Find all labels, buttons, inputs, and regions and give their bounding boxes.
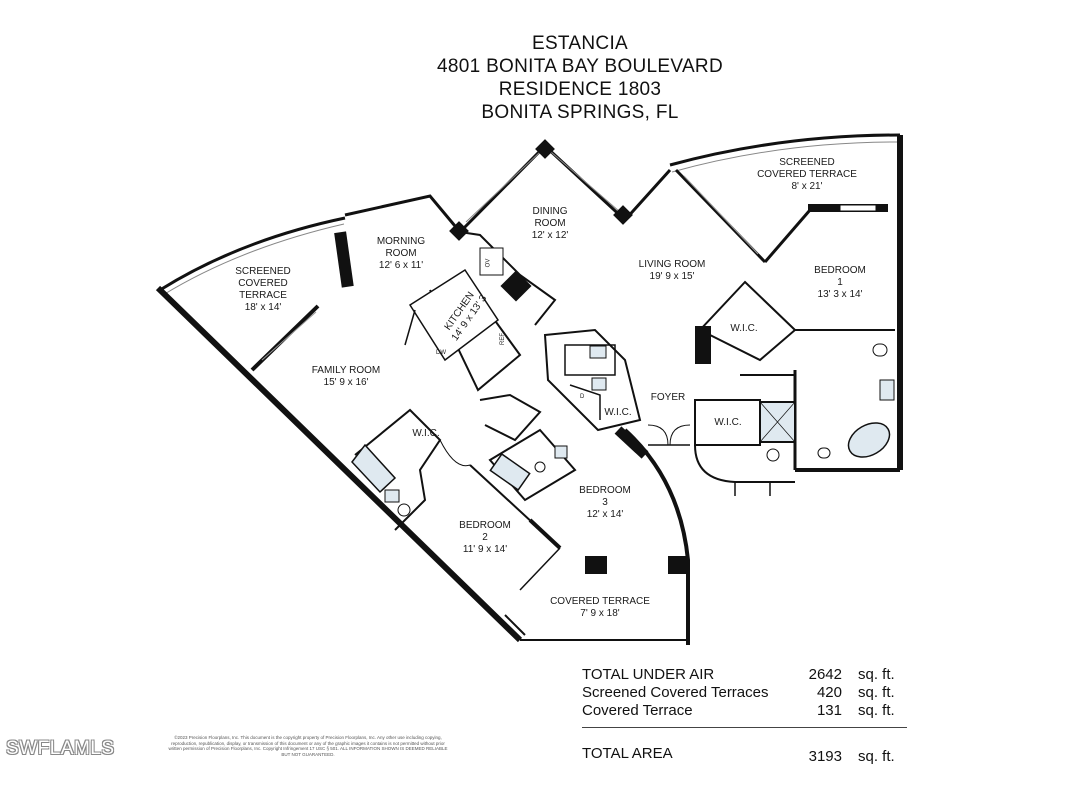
label-bedroom-3: BEDROOM 3 12' x 14'	[565, 485, 645, 521]
totals-row-label: Screened Covered Terraces	[582, 684, 769, 701]
room-dims: 8' x 21'	[791, 181, 823, 192]
room-dims: 12' x 12'	[531, 230, 569, 241]
dishwasher-label: DW	[436, 350, 446, 356]
label-wic-foyer: W.I.C.	[714, 417, 742, 428]
room-dims: 13' 3 x 14'	[817, 289, 863, 300]
label-morning-room: MORNING ROOM 12' 6 x 11'	[361, 236, 441, 272]
dining-exterior-wall	[458, 143, 672, 234]
southwest-exterior-wall	[155, 285, 523, 643]
room-name: SCREENED COVERED TERRACE	[235, 266, 291, 301]
title-residence: RESIDENCE 1803	[498, 79, 662, 100]
room-name: COVERED TERRACE	[550, 596, 650, 607]
room-name: BEDROOM 2	[459, 520, 511, 543]
east-terrace-glass	[669, 133, 901, 167]
title-address: 4801 BONITA BAY BOULEVARD	[437, 56, 723, 77]
totals-row-label: TOTAL UNDER AIR	[582, 666, 715, 683]
totals-row-label: Covered Terrace	[582, 702, 693, 719]
room-name: MORNING ROOM	[376, 236, 426, 259]
total-area-label: TOTAL AREA	[582, 745, 673, 762]
title-city: BONITA SPRINGS, FL	[481, 102, 679, 123]
room-dims: 11' 9 x 14'	[462, 544, 508, 555]
dryer-label: D	[580, 394, 585, 400]
room-dims: 12' x 14'	[586, 509, 624, 520]
mls-watermark: SWFLAMLS	[6, 738, 115, 759]
title-building: ESTANCIA	[531, 33, 628, 54]
label-living-room: LIVING ROOM 19' 9 x 15'	[617, 259, 727, 283]
totals-divider	[582, 727, 907, 728]
room-dims: 19' 9 x 15'	[649, 271, 695, 282]
label-wic-bed2: W.I.C.	[412, 428, 440, 439]
west-terrace-glass	[159, 216, 346, 292]
room-name: SCREENED COVERED TERRACE	[757, 157, 857, 180]
label-bedroom-2: BEDROOM 2 11' 9 x 14'	[445, 520, 525, 556]
label-screened-covered-terrace-west: SCREENED COVERED TERRACE 18' x 14'	[223, 266, 303, 314]
refrigerator-label: REF	[500, 333, 506, 345]
room-dims: 12' 6 x 11'	[378, 260, 424, 271]
label-wic-bed1: W.I.C.	[730, 323, 758, 334]
room-dims: 18' x 14'	[244, 302, 282, 313]
kitchen-counter	[408, 268, 500, 362]
room-name: BEDROOM 1	[814, 265, 866, 288]
label-foyer: FOYER	[650, 392, 686, 403]
copyright-notice: ©2023 Precision Floorplans, Inc. This do…	[168, 735, 448, 757]
totals-row-unit: sq. ft.	[858, 666, 895, 683]
room-dims: 7' 9 x 18'	[580, 608, 620, 619]
totals-row-value: 420	[816, 684, 842, 701]
label-screened-covered-terrace-east: SCREENED COVERED TERRACE 8' x 21'	[742, 157, 872, 193]
room-name: FAMILY ROOM	[311, 365, 381, 376]
label-bedroom-1: BEDROOM 1 13' 3 x 14'	[800, 265, 880, 301]
label-family-room: FAMILY ROOM 15' 9 x 16'	[296, 365, 396, 389]
totals-row-unit: sq. ft.	[858, 684, 895, 701]
total-area-unit: sq. ft.	[858, 748, 895, 765]
totals-row-value: 131	[816, 702, 842, 719]
oven-label: OV	[485, 258, 492, 268]
totals-row-value: 2642	[808, 666, 842, 683]
total-area-value: 3193	[808, 748, 842, 765]
room-dims: 15' 9 x 16'	[323, 377, 369, 388]
room-name: LIVING ROOM	[638, 259, 706, 270]
room-name: DINING ROOM	[532, 206, 568, 229]
label-dining-room: DINING ROOM 12' x 12'	[510, 206, 590, 242]
label-covered-terrace: COVERED TERRACE 7' 9 x 18'	[545, 596, 655, 620]
room-name: BEDROOM 3	[579, 485, 631, 508]
totals-row-unit: sq. ft.	[858, 702, 895, 719]
label-wic-bed3: W.I.C.	[604, 407, 632, 418]
